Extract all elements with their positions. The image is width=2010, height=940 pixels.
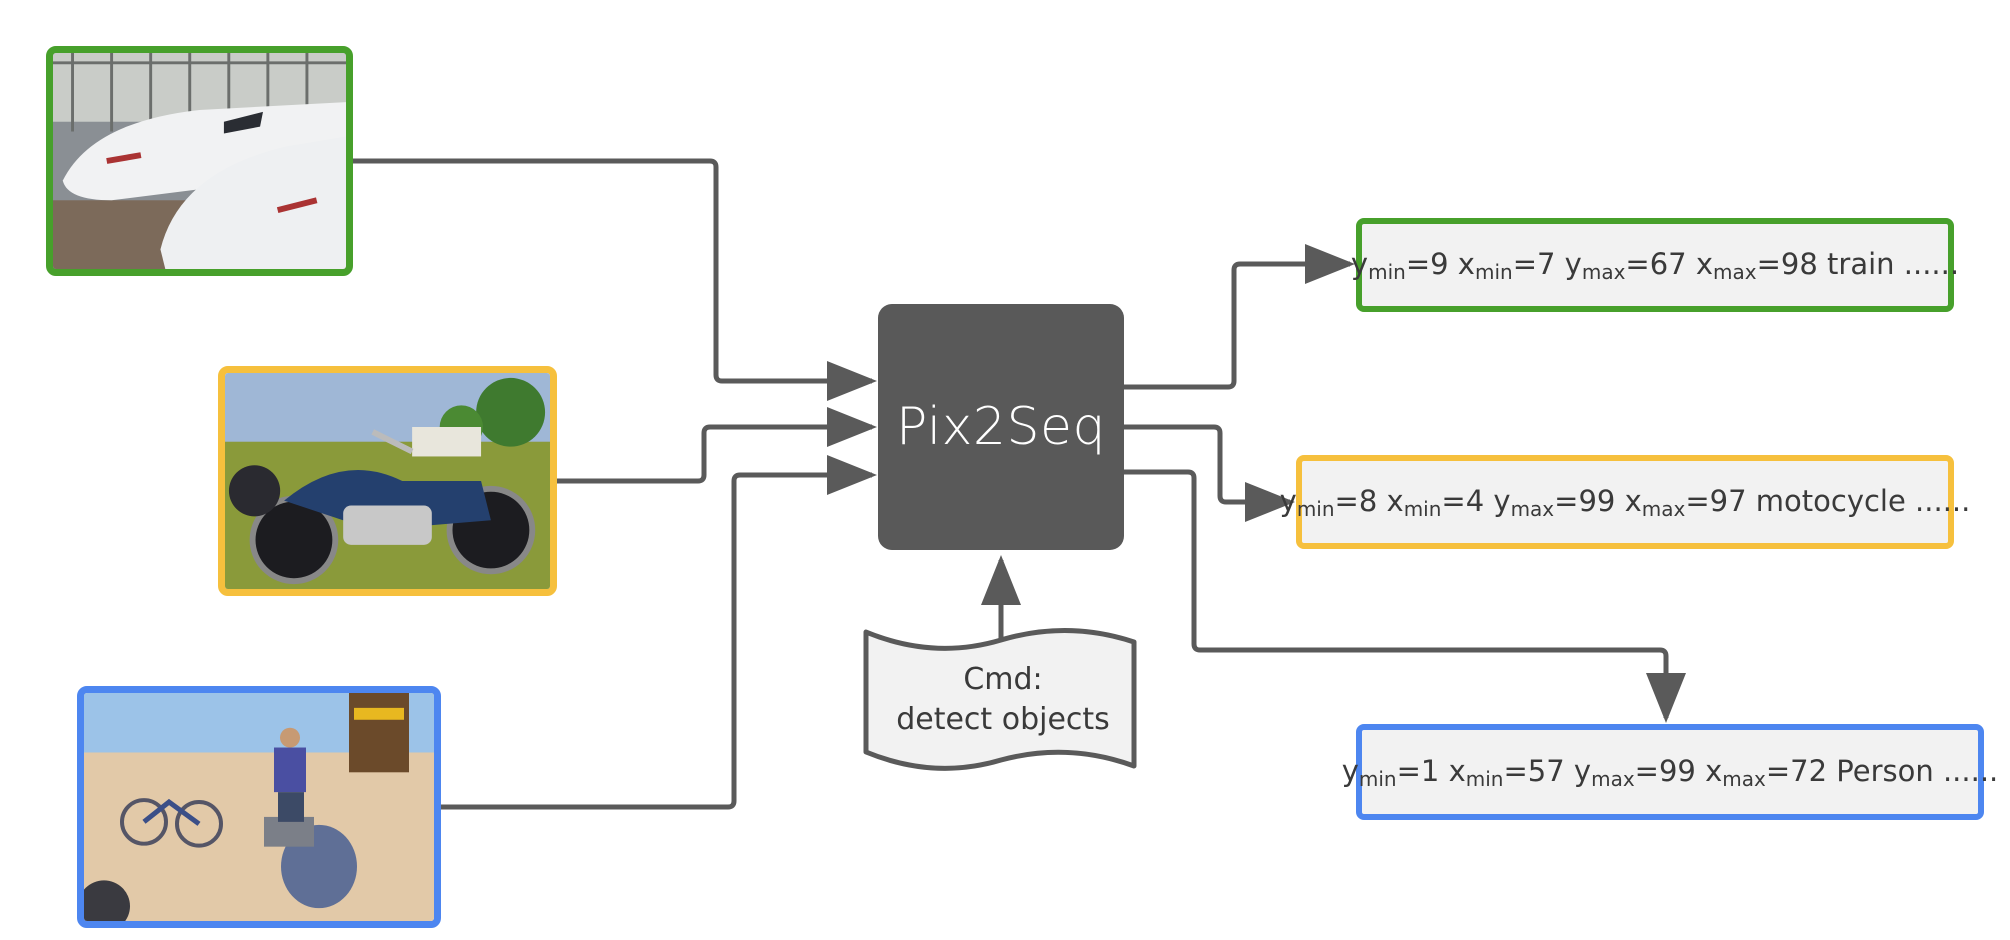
train-image xyxy=(53,53,346,269)
person-photo xyxy=(77,686,441,928)
command-label: Cmd: detect objects xyxy=(870,660,1136,740)
output-text: ymin=1 xmin=57 ymax=99 xmax=72 Person ..… xyxy=(1341,753,1999,791)
command-document-shape xyxy=(863,628,1137,771)
pix2seq-model-box: Pix2Seq xyxy=(878,304,1124,550)
arrow-train-to-model xyxy=(353,158,877,401)
arrow-motorcycle-to-model xyxy=(557,407,877,484)
arrow-model-to-train-output xyxy=(1124,244,1355,390)
command-line-2: detect objects xyxy=(896,702,1110,737)
motorcycle-photo xyxy=(218,366,557,596)
arrow-person-to-model xyxy=(441,455,877,810)
motorcycle-image xyxy=(225,373,550,589)
train-photo xyxy=(46,46,353,276)
output-sequence-train: ymin=9 xmin=7 ymax=67 xmax=98 train ....… xyxy=(1351,218,1959,312)
output-sequence-motorcycle: ymin=8 xmin=4 ymax=99 xmax=97 motocycle … xyxy=(1280,455,1970,549)
arrow-model-to-motorcycle-output xyxy=(1124,424,1295,522)
command-line-1: Cmd: xyxy=(963,662,1043,697)
output-text: ymin=8 xmin=4 ymax=99 xmax=97 motocycle … xyxy=(1279,483,1971,521)
person-image xyxy=(84,693,434,921)
output-sequence-person: ymin=1 xmin=57 ymax=99 xmax=72 Person ..… xyxy=(1342,724,1998,820)
model-label: Pix2Seq xyxy=(895,397,1107,457)
arrow-model-to-person-output xyxy=(1124,469,1686,723)
output-text: ymin=9 xmin=7 ymax=67 xmax=98 train ....… xyxy=(1350,246,1960,284)
